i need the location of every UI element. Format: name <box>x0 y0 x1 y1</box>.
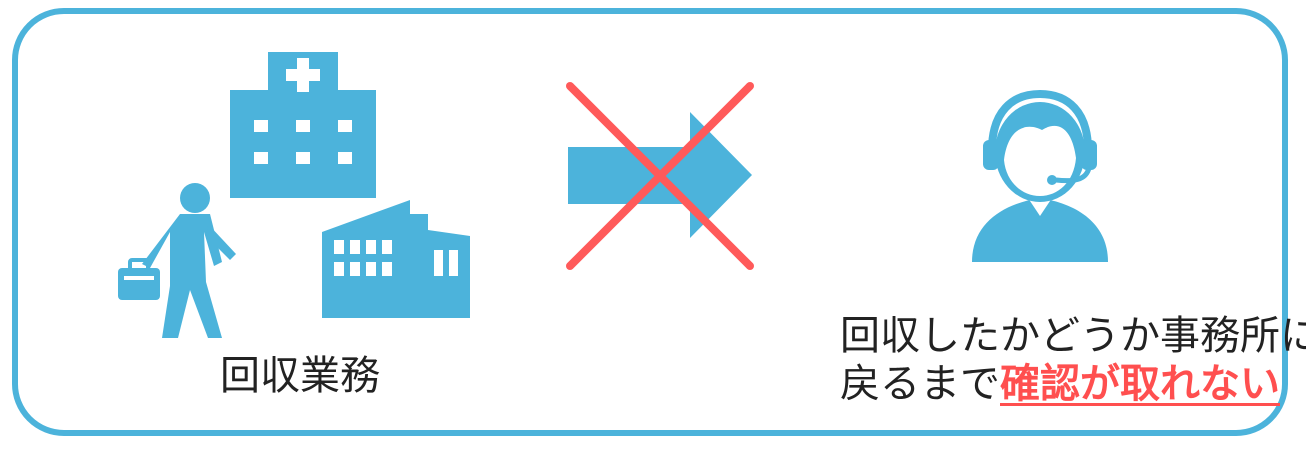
right-caption-line1: 回収したかどうか事務所に <box>840 313 1306 359</box>
hospital-icon <box>230 52 376 198</box>
right-caption: 回収したかどうか事務所に 戻るまで確認が取れない <box>840 312 1306 408</box>
headset-operator-icon <box>972 89 1108 262</box>
businessman-icon <box>118 183 236 338</box>
left-caption: 回収業務 <box>220 353 380 399</box>
right-caption-line2: 戻るまで確認が取れない <box>840 360 1280 408</box>
right-caption-prefix: 戻るまで <box>840 361 1000 407</box>
factory-icon <box>322 200 470 318</box>
right-caption-emphasis: 確認が取れない <box>1000 361 1280 407</box>
cross-mark-icon <box>566 82 754 270</box>
